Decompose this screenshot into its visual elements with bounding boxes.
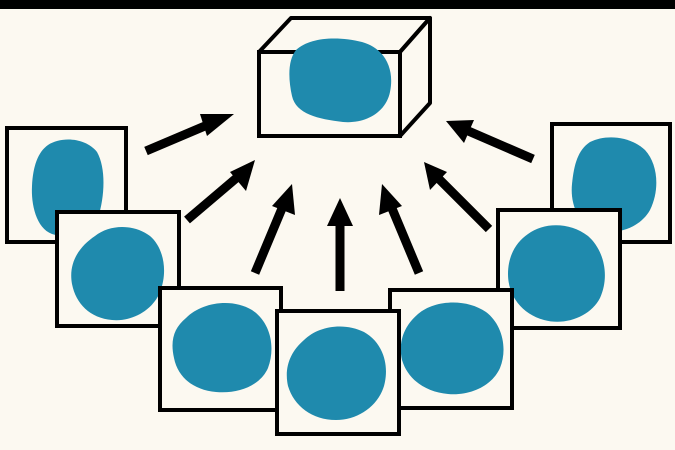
projection-view-5 <box>388 288 514 410</box>
views <box>5 122 672 436</box>
arrow-7 <box>446 120 535 164</box>
view-2-blob <box>71 227 165 321</box>
top-bar <box>0 0 675 9</box>
view-6-blob <box>508 225 605 322</box>
box-blob <box>289 38 392 123</box>
arrow-2 <box>184 160 255 224</box>
projection-view-6 <box>496 208 622 330</box>
arrow-6 <box>424 162 493 233</box>
arrow-3 <box>250 184 295 275</box>
view-4-blob <box>286 326 386 420</box>
arrow-5 <box>379 184 424 275</box>
view-5-blob <box>400 302 504 395</box>
arrow-4 <box>327 198 353 291</box>
arrow-1 <box>144 114 234 156</box>
projection-view-2 <box>55 210 181 328</box>
projection-view-3 <box>158 286 283 412</box>
projection-view-4 <box>275 309 401 436</box>
3d-box <box>257 16 432 138</box>
arrows <box>144 114 535 291</box>
view-3-blob <box>172 303 272 393</box>
